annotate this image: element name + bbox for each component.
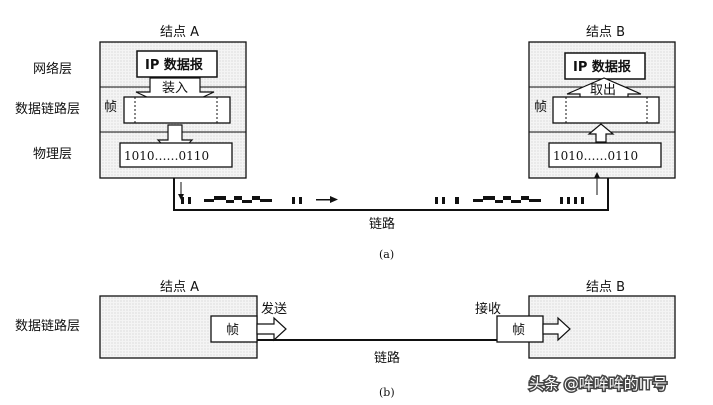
ip-packet-b-label: IP 数据报 [573, 59, 632, 75]
link-b: 链路 [257, 339, 497, 366]
frame-send-label: 帧 [226, 323, 239, 338]
node-b-stack: IP 数据报 取出 帧 1010……0110 [528, 41, 676, 179]
bits-b-box [548, 142, 662, 168]
receive-label: 接收 [475, 301, 501, 317]
frame-receive-box [496, 315, 544, 343]
network-layer-label: 网络层 [33, 61, 72, 77]
node-b-b-box: 帧 接收 [475, 295, 676, 359]
datalink-layer-label: 数据链路层 [15, 101, 80, 117]
up-arrow-icon [587, 123, 615, 143]
receive-arrow-icon [542, 316, 571, 342]
ip-packet-label: IP 数据报 [145, 57, 204, 73]
node-b-a-title: 结点 A [160, 280, 199, 295]
frame-b-box [552, 96, 660, 124]
send-arrow-icon [256, 316, 287, 342]
ip-packet-b-box [564, 52, 646, 80]
datalink-layer-b-label: 数据链路层 [15, 318, 80, 334]
frame-a-label: 帧 [104, 100, 117, 115]
node-a-b-box: 帧 发送 [99, 295, 287, 359]
physical-layer-label: 物理层 [33, 147, 72, 162]
link-b-label: 链路 [374, 350, 400, 366]
extract-label: 取出 [590, 83, 616, 98]
frame-a-box [123, 96, 231, 124]
link-a-label: 链路 [369, 216, 395, 232]
bits-b-label: 1010……0110 [553, 149, 638, 163]
frame-b-label: 帧 [534, 100, 547, 115]
bits-a-label: 1010……0110 [124, 149, 209, 163]
node-b-b-title: 结点 B [586, 280, 625, 295]
node-a-stack: IP 数据报 装入 帧 1010……0110 [99, 41, 247, 179]
bits-a-box [119, 142, 233, 168]
node-a-title: 结点 A [160, 25, 199, 40]
frame-receive-label: 帧 [512, 323, 525, 338]
send-label: 发送 [261, 301, 287, 317]
link-a: 链路 [173, 172, 609, 232]
caption-b: (b) [379, 386, 395, 399]
encapsulate-label: 装入 [162, 81, 188, 96]
watermark: 头条 @哞哞哞的IT号 [529, 375, 667, 393]
node-b-title: 结点 B [586, 25, 625, 40]
caption-a: (a) [379, 248, 394, 261]
ip-packet-box [136, 50, 218, 78]
